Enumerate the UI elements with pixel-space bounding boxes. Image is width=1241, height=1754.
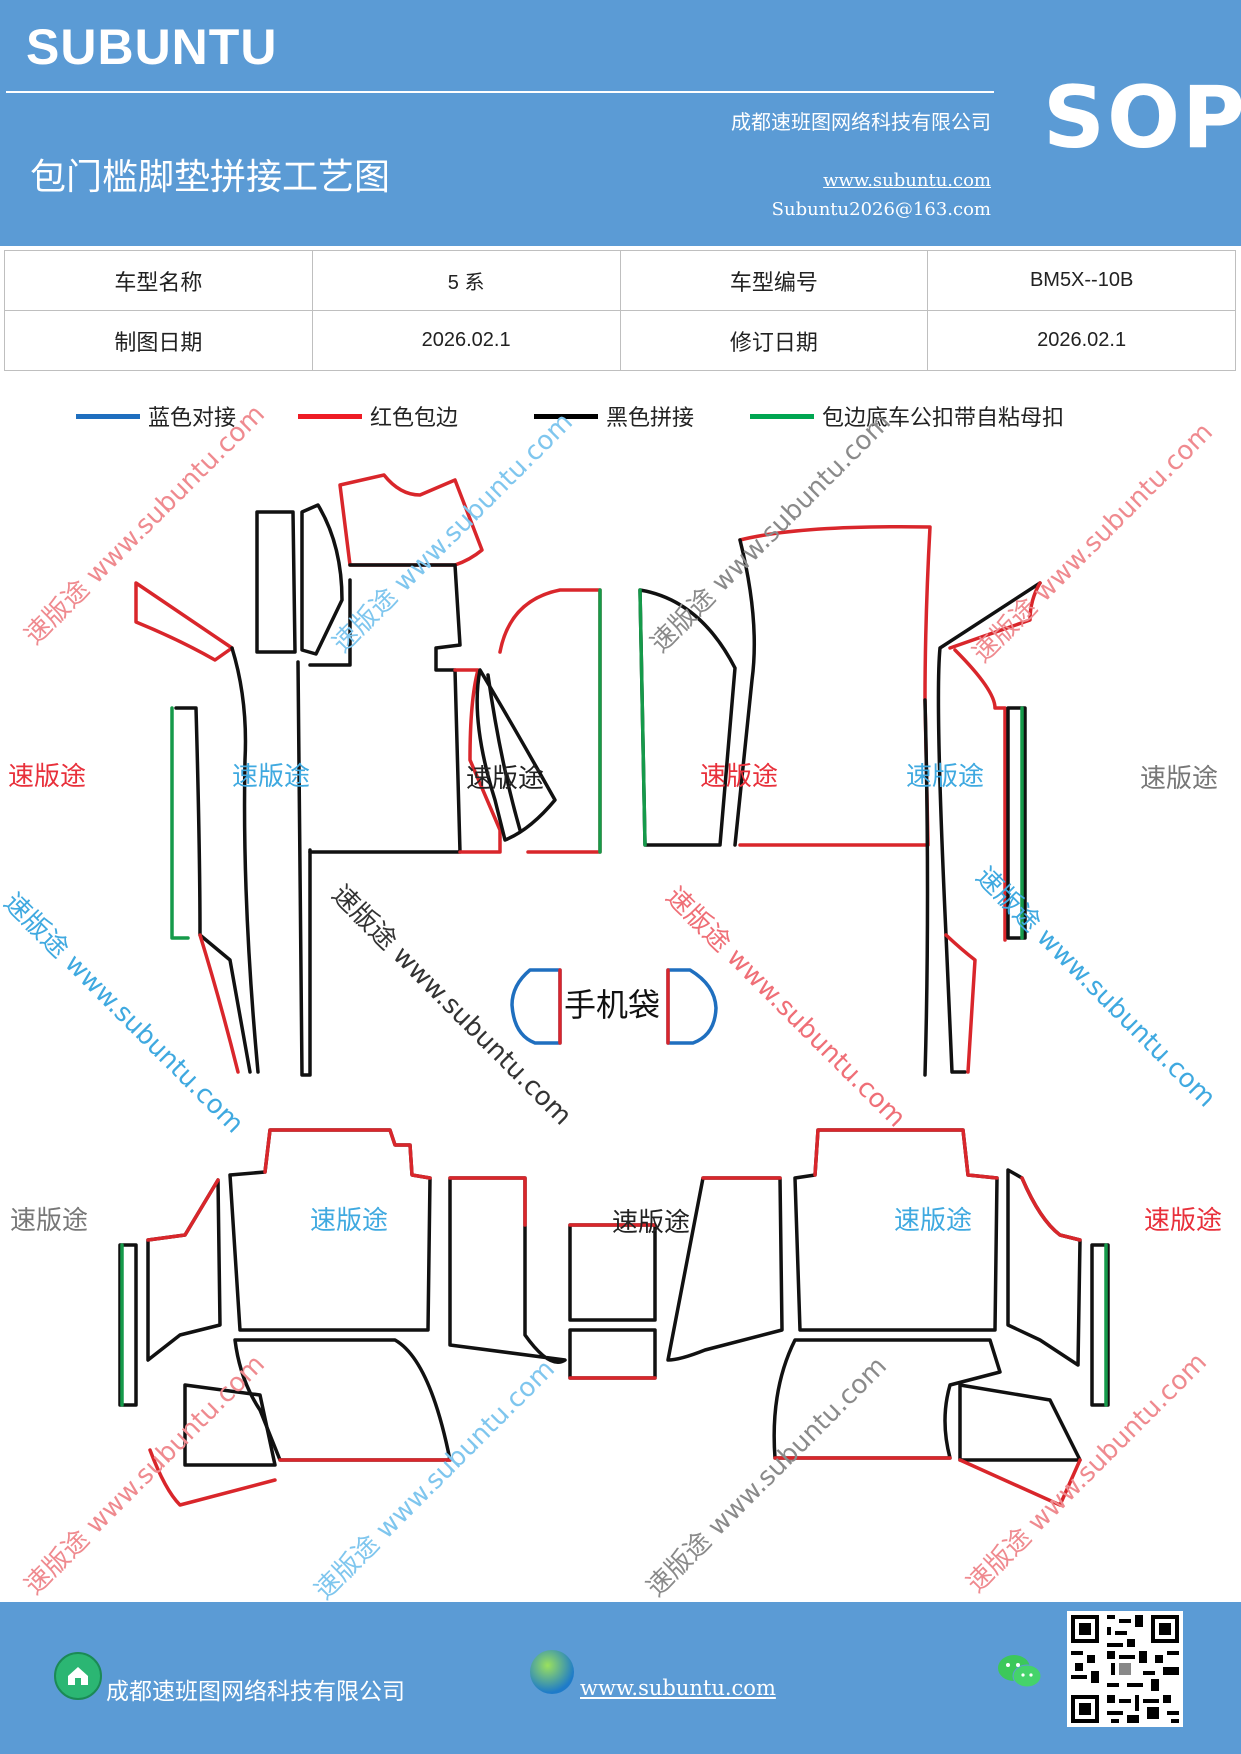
mat-piece [118,1243,138,1407]
legend-swatch-red [298,413,362,419]
mat-piece [498,588,602,854]
mat-pieces [118,473,1110,1507]
header-email: Subuntu2026@163.com [771,199,991,220]
mat-piece [134,581,234,662]
color-legend: 蓝色对接 红色包边 黑色拼接 包边底车公扣带自粘母扣 [0,400,1241,440]
page-title: 包门槛脚垫拼接工艺图 [30,157,391,198]
mat-piece [813,1128,999,1180]
mat-piece [1020,1176,1082,1242]
watermark: 速版途 [612,1208,691,1238]
mat-piece [338,473,484,567]
mat-piece [638,588,737,847]
footer-website-link[interactable]: www.subuntu.com [580,1676,776,1700]
sop-label: SOP [1043,68,1241,168]
header-banner: SUBUNTU 成都速班图网络科技有限公司 包门槛脚垫拼接工艺图 www.sub… [0,0,1241,246]
mat-piece [308,563,462,854]
wechat-icon[interactable] [996,1652,1044,1692]
mat-piece [958,1458,1082,1507]
legend-label: 包边底车公扣带自粘母扣 [822,406,1065,431]
table-row: 车型名称 5 系 车型编号 BM5X--10B [4,250,1236,311]
table-cell-value: 2026.02.1 [927,310,1236,371]
mat-piece [146,1178,222,1362]
header-company: 成都速班图网络科技有限公司 [731,110,991,134]
watermark: 速版途 [466,764,545,794]
header-divider [6,91,994,93]
table-cell-label: 修订日期 [619,310,929,371]
legend-item-red: 红色包边 [298,400,458,432]
mat-piece [146,1178,220,1242]
mat-piece [944,933,977,1074]
brand-logo: SUBUNTU [26,19,278,75]
mat-piece [148,1448,277,1507]
mat-piece [255,510,297,654]
table-cell-value: BM5X--10B [927,250,1236,311]
floor-mat-diagram [118,473,1110,1507]
mat-piece [1006,1168,1082,1367]
watermark: 速版途 [8,762,87,792]
watermark: 速版途 [906,762,985,792]
legend-label: 蓝色对接 [148,406,237,431]
table-cell-label: 车型名称 [4,250,313,311]
qr-code-image [1067,1611,1183,1727]
mat-piece [1006,706,1027,940]
legend-label: 黑色拼接 [606,406,695,431]
legend-label: 红色包边 [370,406,459,431]
legend-swatch-green [750,413,814,419]
mat-piece [936,581,1042,1074]
mat-piece [453,668,502,854]
legend-item-black: 黑色拼接 [534,400,694,432]
mat-piece [486,673,522,832]
watermark: 速版途 [10,1206,89,1236]
table-cell-value: 2026.02.1 [311,310,621,371]
mat-piece [170,706,190,940]
mat-piece [948,581,1042,650]
legend-swatch-black [534,413,598,419]
mat-piece [263,1128,432,1180]
table-cell-value: 5 系 [311,250,621,311]
watermark: 速版途 [700,762,779,792]
phone-pocket-left [510,968,562,1045]
mat-piece [638,588,647,847]
mat-piece [568,1223,657,1322]
mat-piece [666,1176,784,1362]
mat-piece [953,648,1007,942]
mat-piece [738,525,932,847]
mat-piece [300,503,344,656]
legend-swatch-blue [76,413,140,419]
header-website-link[interactable]: www.subuntu.com [823,170,991,191]
vehicle-info-table: 车型名称 5 系 车型编号 BM5X--10B 制图日期 2026.02.1 修… [4,250,1236,371]
mat-piece [174,706,252,1074]
mat-piece [733,538,756,847]
mat-piece [1090,1243,1110,1407]
watermark: 速版途 [1144,1206,1223,1236]
company-home-icon [54,1652,102,1700]
phone-pocket-label: 手机袋 [564,986,661,1024]
table-cell-label: 车型编号 [619,250,929,311]
globe-icon [530,1650,574,1694]
mat-piece [475,668,557,842]
mat-piece [958,1383,1082,1462]
mat-piece [233,1338,452,1462]
watermark: 速版途 [232,762,311,792]
mat-piece [198,933,240,1074]
mat-piece [448,1176,567,1364]
mat-piece [230,646,260,1074]
mat-piece [296,660,312,1077]
legend-item-green: 包边底车公扣带自粘母扣 [750,400,1064,432]
mat-piece [568,1223,657,1380]
legend-item-blue: 蓝色对接 [76,400,236,432]
mat-piece [183,1383,277,1467]
mat-piece [308,578,352,667]
watermark: 速版途 [310,1206,389,1236]
watermark: 速版途 [1140,764,1219,794]
mat-piece [568,1328,657,1380]
watermark: 速版途 [894,1206,973,1236]
table-row: 制图日期 2026.02.1 修订日期 2026.02.1 [4,310,1236,371]
table-cell-label: 制图日期 [4,310,313,371]
footer-company: 成都速班图网络科技有限公司 [106,1679,405,1705]
mat-piece [448,1176,527,1227]
mat-piece [923,698,930,1077]
phone-pocket-right [666,968,718,1045]
